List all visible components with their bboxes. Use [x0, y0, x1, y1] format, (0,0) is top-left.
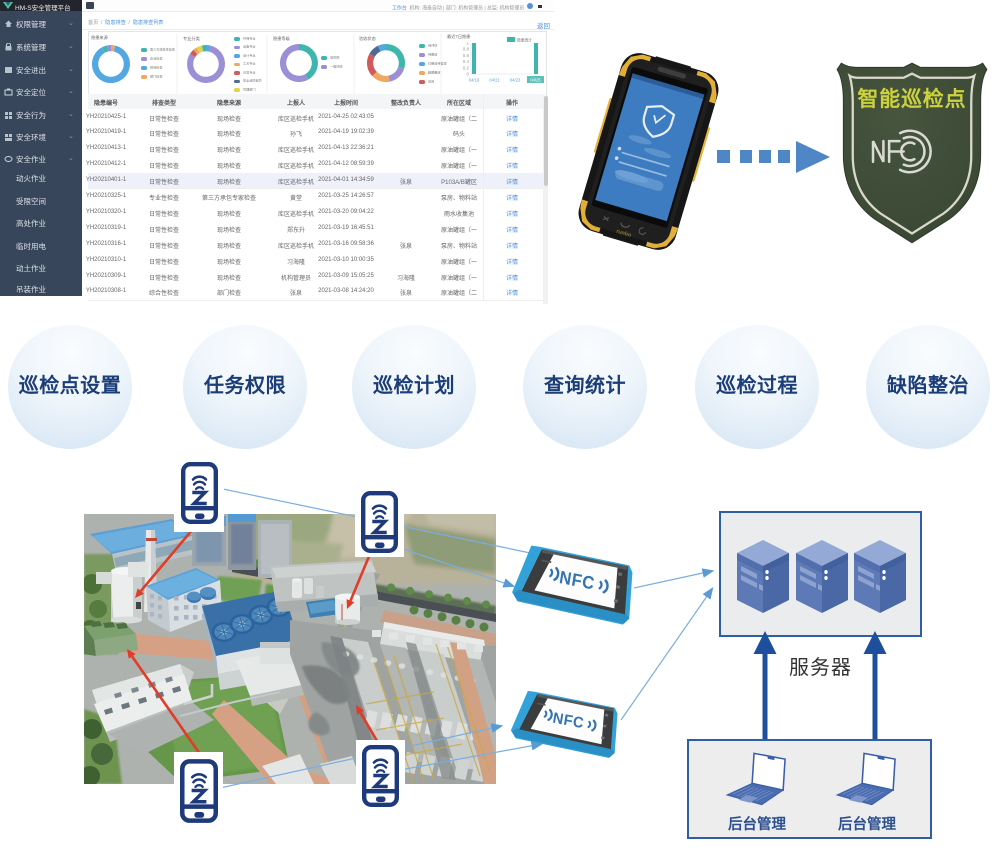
svg-text:runbo: runbo: [615, 229, 632, 239]
svg-text:0.2: 0.2: [463, 65, 470, 70]
svg-text:04/21: 04/21: [489, 78, 500, 83]
svg-text:1: 1: [466, 42, 469, 46]
svg-text:04/23: 04/23: [510, 78, 521, 83]
svg-text:智能巡检点: 智能巡检点: [857, 87, 966, 111]
svg-text:0.4: 0.4: [463, 59, 470, 64]
svg-text:0.6: 0.6: [463, 53, 470, 58]
svg-text:0.8: 0.8: [463, 47, 470, 52]
svg-text:04/19: 04/19: [469, 78, 480, 83]
svg-text:0: 0: [466, 72, 469, 77]
svg-text:04/25: 04/25: [530, 78, 541, 83]
